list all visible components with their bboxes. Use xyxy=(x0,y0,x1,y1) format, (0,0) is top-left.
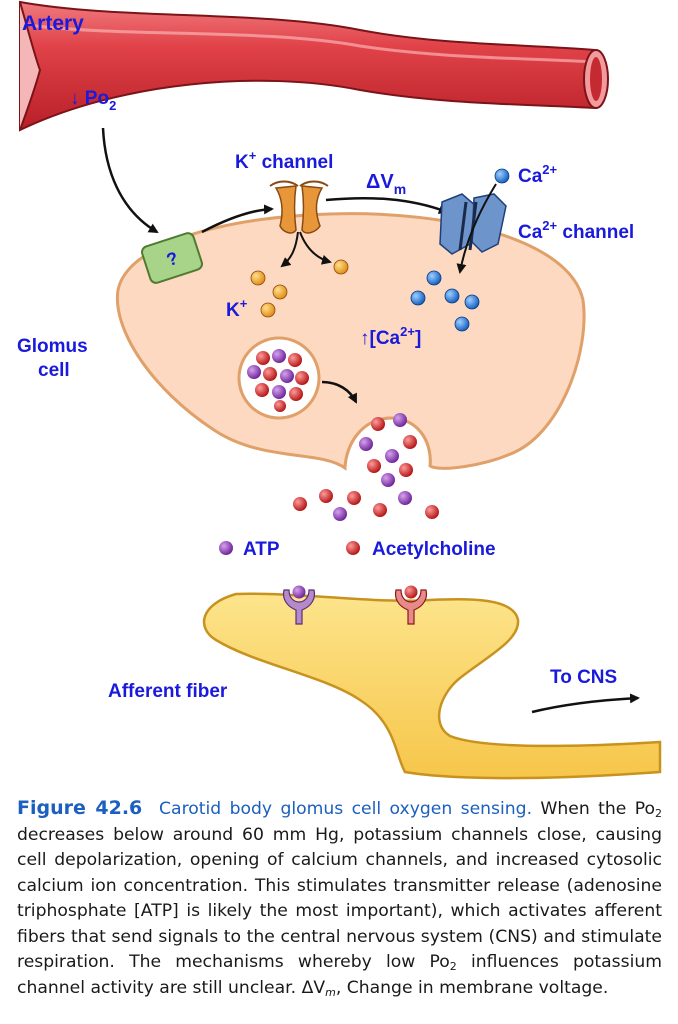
ach-molecule xyxy=(399,463,413,477)
afferent-fiber-label: Afferent fiber xyxy=(108,681,228,702)
legend-atp-swatch xyxy=(219,541,233,555)
atp-molecule xyxy=(385,449,399,463)
atp-receptor xyxy=(282,585,316,625)
low-po2-label: ↓ Po2 xyxy=(70,88,116,113)
figure-caption: Figure 42.6 Carotid body glomus cell oxy… xyxy=(17,796,662,1024)
calcium-ion xyxy=(454,316,470,332)
caption-sub-2: 2 xyxy=(449,960,457,973)
caption-text-4: , Change in membrane voltage. xyxy=(335,977,609,998)
atp-molecule xyxy=(333,507,347,521)
ach-molecule xyxy=(425,505,439,519)
k-efflux-arrow-left xyxy=(280,231,299,268)
oxygen-sensor: ? xyxy=(141,232,203,284)
calcium-ion xyxy=(410,290,426,306)
potassium-channel xyxy=(269,180,329,234)
atp-molecule xyxy=(359,437,373,451)
glomus-cell-label-line2: cell xyxy=(38,360,70,381)
potassium-ion xyxy=(333,259,349,275)
atp-molecule xyxy=(398,491,412,505)
ach-molecule xyxy=(373,503,387,517)
potassium-ion xyxy=(260,302,276,318)
kchannel-to-cachannel-arrow xyxy=(325,196,449,214)
potassium-ions xyxy=(250,259,349,318)
ca-influx-arrow xyxy=(456,183,497,274)
caption-text-2: decreases below around 60 mm Hg, potassi… xyxy=(17,824,662,973)
artery xyxy=(19,0,609,132)
ach-molecule xyxy=(293,497,307,511)
caption-text-1: When the Po xyxy=(532,799,655,819)
legend-atp-label: ATP xyxy=(243,539,280,560)
ach-molecule xyxy=(319,489,333,503)
figure-number: Figure 42.6 xyxy=(17,797,143,819)
k-ion-label: K+ xyxy=(226,296,248,321)
atp-molecule xyxy=(381,473,395,487)
ach-molecule xyxy=(347,491,361,505)
delta-vm-label: ΔVm xyxy=(366,171,406,197)
calcium-ion xyxy=(444,288,460,304)
ca-concentration-label: ↑[Ca2+] xyxy=(360,324,421,349)
artery-label: Artery xyxy=(22,12,84,35)
extracellular-calcium-ion xyxy=(494,168,510,184)
to-cns-label: To CNS xyxy=(550,667,617,688)
caption-sub-3: m xyxy=(325,985,336,999)
calcium-ion xyxy=(426,270,442,286)
legend: ATP Acetylcholine xyxy=(219,539,496,560)
po2-to-sensor-arrow xyxy=(101,127,159,234)
legend-ach-label: Acetylcholine xyxy=(372,539,496,560)
legend-ach-swatch xyxy=(346,541,360,555)
exocytosis-pocket xyxy=(343,416,432,469)
glomus-cell-diagram: Artery ↓ Po2 ? K+ channel ΔVm K+ xyxy=(17,0,662,780)
atp-molecule xyxy=(393,413,407,427)
ca-ion-label: Ca2+ xyxy=(518,162,558,187)
glomus-cell-label-line1: Glomus xyxy=(17,336,88,357)
potassium-ion xyxy=(250,270,266,286)
to-cns-arrow xyxy=(531,693,640,714)
ach-molecule xyxy=(371,417,385,431)
ach-molecule xyxy=(403,435,417,449)
figure-title: Carotid body glomus cell oxygen sensing. xyxy=(159,799,533,819)
calcium-ion xyxy=(464,294,480,310)
ca-channel-label: Ca2+ channel xyxy=(518,218,634,243)
sensor-to-kchannel-arrow xyxy=(201,204,274,234)
k-channel-label: K+ channel xyxy=(235,148,333,173)
released-transmitters xyxy=(293,413,439,521)
caption-text-3: influences potassium channel activity ar… xyxy=(17,952,662,998)
afferent-fiber xyxy=(202,592,662,780)
calcium-channel xyxy=(439,193,507,255)
transmitter-vesicle xyxy=(237,336,321,420)
ach-molecule xyxy=(367,459,381,473)
intracellular-calcium-ions xyxy=(410,270,480,332)
caption-sub-1: 2 xyxy=(655,807,662,820)
ach-receptor xyxy=(394,585,428,625)
potassium-ion xyxy=(272,284,288,300)
k-efflux-arrow-right xyxy=(299,231,332,265)
vesicle-to-membrane-arrow xyxy=(321,380,358,404)
